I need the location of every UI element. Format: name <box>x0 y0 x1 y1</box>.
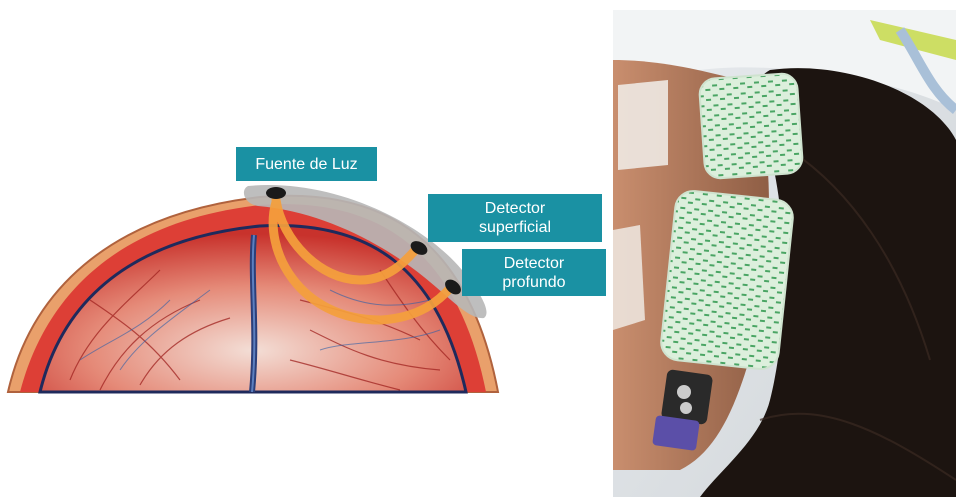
head-cross-section <box>8 185 498 392</box>
superficial-detector-label: Detector superficial <box>428 194 602 242</box>
patient-photo <box>613 10 956 497</box>
deep-detector-label: Detector profundo <box>462 249 606 296</box>
light-source-label: Fuente de Luz <box>236 147 377 181</box>
electrode-pad-lower <box>659 189 794 370</box>
light-source-optode <box>266 187 286 199</box>
electrode-pad-upper <box>699 73 804 180</box>
